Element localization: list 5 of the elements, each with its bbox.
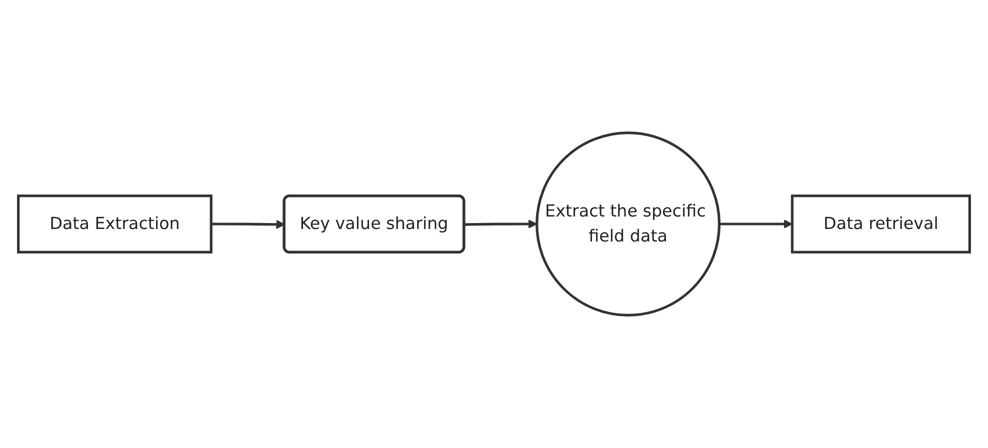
arrow [719,219,793,229]
arrow [464,219,538,229]
node-box: Data retrieval [790,194,971,254]
node-circle: Extract the specific field data [536,132,721,316]
node-box: Data Extraction [17,194,212,254]
